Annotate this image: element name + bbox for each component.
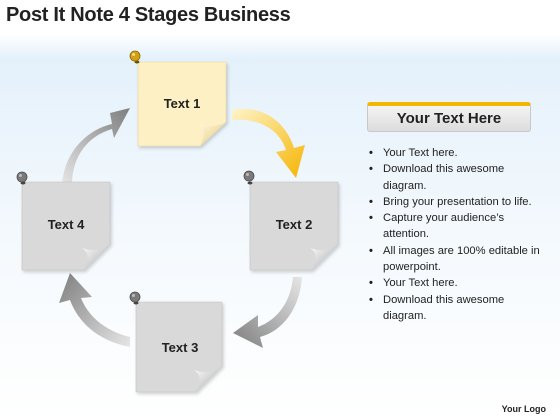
- arrow-2-to-3: [233, 277, 302, 348]
- panel-header: Your Text Here: [367, 102, 531, 132]
- note-2: [249, 181, 339, 271]
- bullet-item: Download this awesome diagram.: [367, 161, 542, 194]
- pin-4-icon: [16, 171, 28, 185]
- pin-1-icon: [129, 50, 141, 64]
- pin-2-icon: [243, 170, 255, 185]
- arrow-1-to-2: [232, 108, 305, 178]
- bullet-item: Bring your presentation to life.: [367, 194, 542, 211]
- bullet-item: Your Text here.: [367, 145, 542, 162]
- note-1: [137, 61, 227, 147]
- arrow-3-to-4: [59, 273, 130, 347]
- bullet-item: Download this awesome diagram.: [367, 292, 542, 325]
- pin-3-icon: [129, 291, 141, 305]
- note-3: [135, 301, 223, 393]
- note-1-curl: [198, 122, 226, 146]
- note-3-label: Text 3: [162, 340, 199, 355]
- note-4-curl: [82, 244, 110, 270]
- bullet-list: Your Text here. Download this awesome di…: [367, 145, 542, 324]
- note-4: [21, 181, 111, 271]
- note-2-label: Text 2: [276, 217, 313, 232]
- note-3-curl: [194, 366, 222, 392]
- bullet-item: All images are 100% editable in powerpoi…: [367, 243, 542, 276]
- arrow-4-to-1: [62, 108, 130, 185]
- note-4-label: Text 4: [48, 217, 85, 232]
- note-2-curl: [310, 244, 338, 270]
- logo-text: Your Logo: [501, 404, 546, 414]
- page-title: Post It Note 4 Stages Business: [6, 4, 291, 26]
- note-1-label: Text 1: [164, 96, 201, 111]
- bullet-item: Capture your audience’s attention.: [367, 210, 542, 243]
- bullet-item: Your Text here.: [367, 275, 542, 292]
